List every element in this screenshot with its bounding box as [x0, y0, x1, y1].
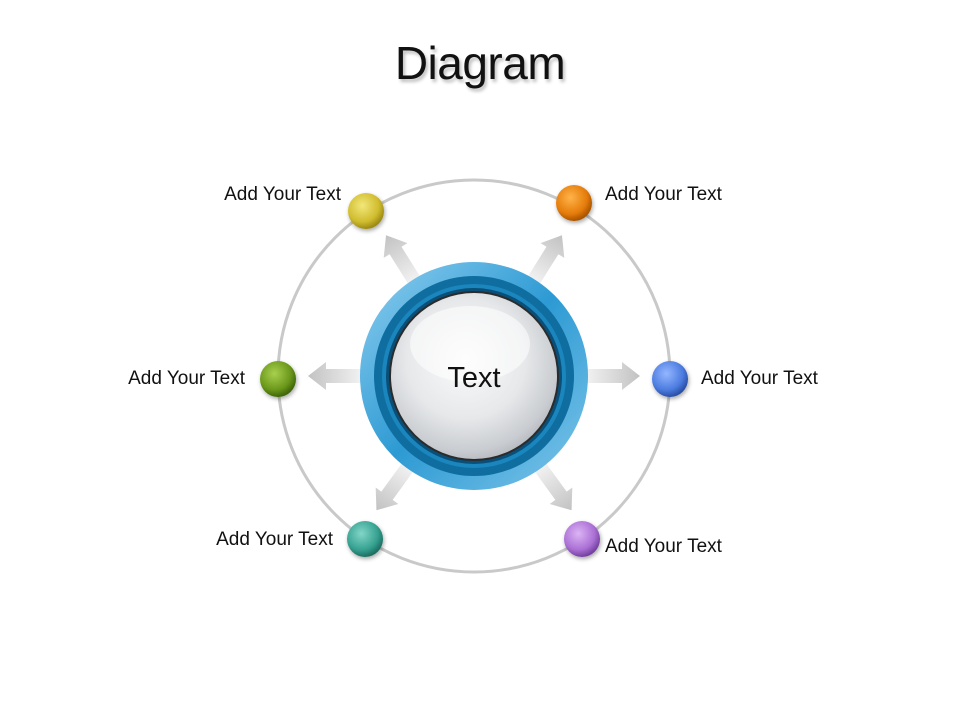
node-label-right: Add Your Text	[701, 368, 818, 389]
arrow-top-right	[527, 235, 565, 285]
node-sphere-top-right	[556, 185, 592, 221]
node-sphere-bottom-right	[564, 521, 600, 557]
arrow-bottom-right	[534, 462, 573, 511]
center-label: Text	[447, 362, 501, 394]
node-label-bottom-left: Add Your Text	[216, 529, 333, 550]
arrow-top-left	[383, 235, 421, 285]
arrow-bottom-left	[375, 462, 414, 511]
arrow-left	[308, 362, 362, 390]
node-label-left: Add Your Text	[128, 368, 245, 389]
central-hub	[360, 262, 588, 490]
node-sphere-top-left	[348, 193, 384, 229]
node-label-top-right: Add Your Text	[605, 184, 722, 205]
arrow-right	[586, 362, 640, 390]
node-label-top-left: Add Your Text	[224, 184, 341, 205]
page-title: Diagram	[394, 37, 566, 89]
node-label-bottom-right: Add Your Text	[605, 536, 722, 557]
node-sphere-left	[260, 361, 296, 397]
node-sphere-bottom-left	[347, 521, 383, 557]
node-sphere-right	[652, 361, 688, 397]
